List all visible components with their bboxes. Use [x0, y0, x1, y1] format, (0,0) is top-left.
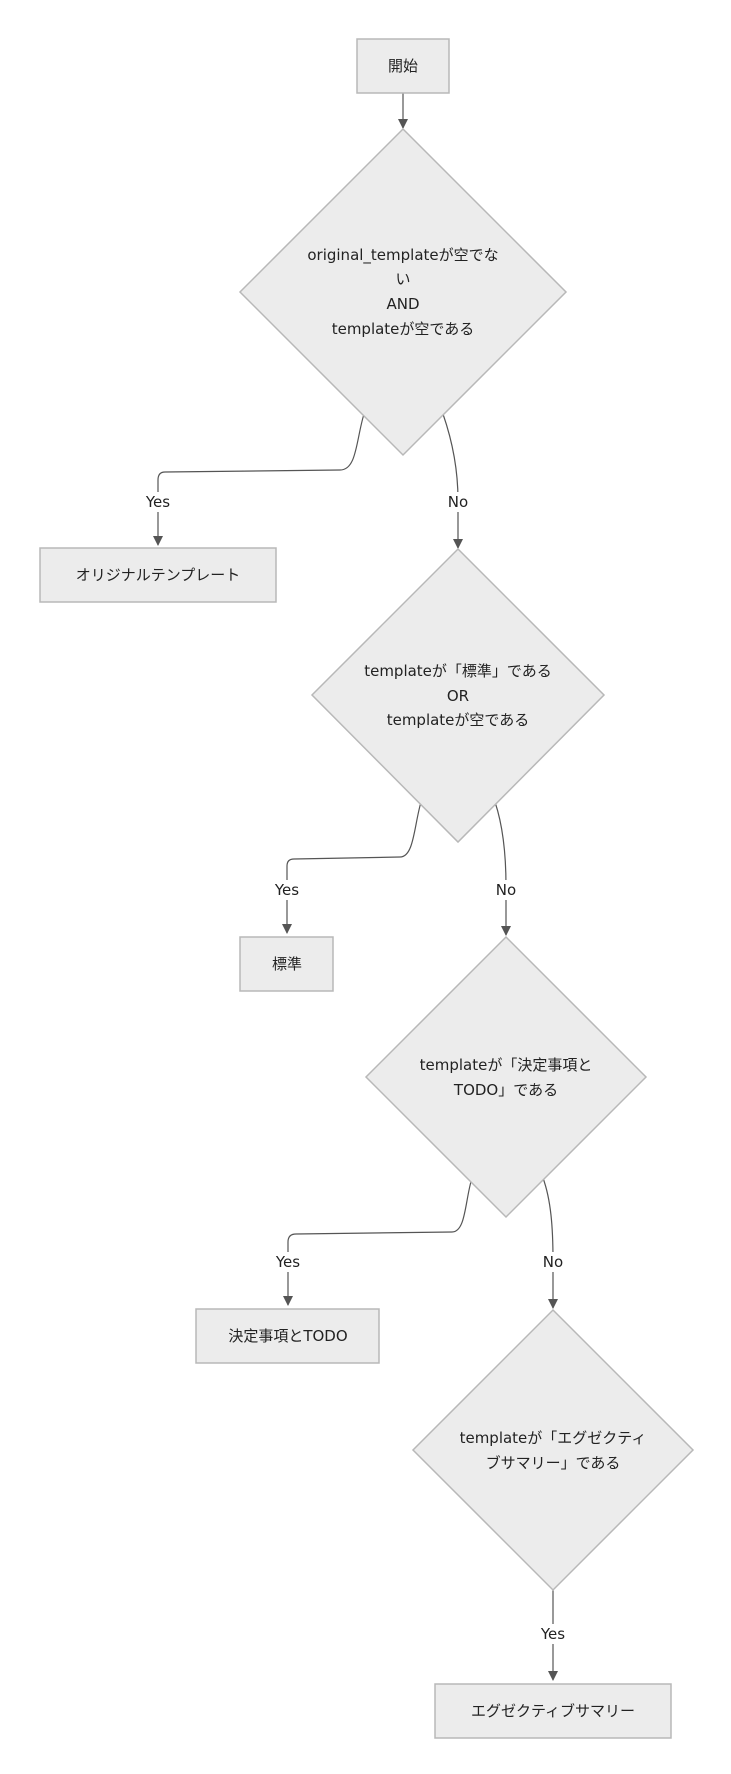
edge-decision1-no [442, 413, 463, 549]
svg-text:決定事項とTODO: 決定事項とTODO [228, 1327, 347, 1345]
edge-decision2-yes [282, 801, 422, 934]
svg-text:templateが空である: templateが空である [332, 320, 475, 338]
decision-node-4: templateが「エグゼクティ ブサマリー」である [411, 1308, 695, 1592]
decisions-todo-node: 決定事項とTODO [195, 1308, 380, 1364]
original-template-node: オリジナルテンプレート [39, 547, 277, 603]
decision-node-2: templateが「標準」である OR templateが空である [310, 547, 606, 844]
svg-text:オリジナルテンプレート: オリジナルテンプレート [76, 566, 241, 584]
svg-text:original_templateが空でな: original_templateが空でな [307, 246, 498, 265]
edge-decision1-yes [153, 413, 365, 546]
edge-label-d2-yes: Yes [274, 881, 299, 899]
decision-node-1: original_templateが空でな い AND templateが空であ… [238, 127, 568, 457]
svg-text:エグゼクティブサマリー: エグゼクティブサマリー [471, 1702, 635, 1720]
start-node: 開始 [356, 38, 450, 94]
edge-label-d3-yes: Yes [275, 1253, 300, 1271]
svg-text:OR: OR [447, 687, 469, 705]
edge-decision3-yes [283, 1177, 473, 1306]
svg-text:い: い [395, 270, 410, 288]
executive-summary-node: エグゼクティブサマリー [434, 1683, 672, 1739]
edge-decision2-no [494, 801, 511, 936]
standard-node: 標準 [239, 936, 334, 992]
svg-text:templateが空である: templateが空である [387, 711, 530, 729]
edge-label-d2-no: No [496, 881, 516, 899]
svg-text:AND: AND [386, 295, 419, 313]
svg-text:templateが「決定事項と: templateが「決定事項と [420, 1056, 593, 1074]
svg-text:templateが「エグゼクティ: templateが「エグゼクティ [460, 1429, 647, 1447]
svg-text:標準: 標準 [272, 955, 302, 973]
svg-text:templateが「標準」である: templateが「標準」である [364, 662, 552, 680]
edge-label-d3-no: No [543, 1253, 563, 1271]
svg-text:開始: 開始 [388, 57, 418, 75]
edge-decision3-no [542, 1177, 558, 1309]
svg-text:TODO」である: TODO」である [453, 1081, 558, 1099]
edge-label-d4-yes: Yes [540, 1625, 565, 1643]
edge-label-d1-yes: Yes [145, 493, 170, 511]
svg-text:ブサマリー」である: ブサマリー」である [486, 1454, 621, 1472]
decision-node-3: templateが「決定事項と TODO」である [364, 935, 648, 1219]
edge-label-d1-no: No [448, 493, 468, 511]
